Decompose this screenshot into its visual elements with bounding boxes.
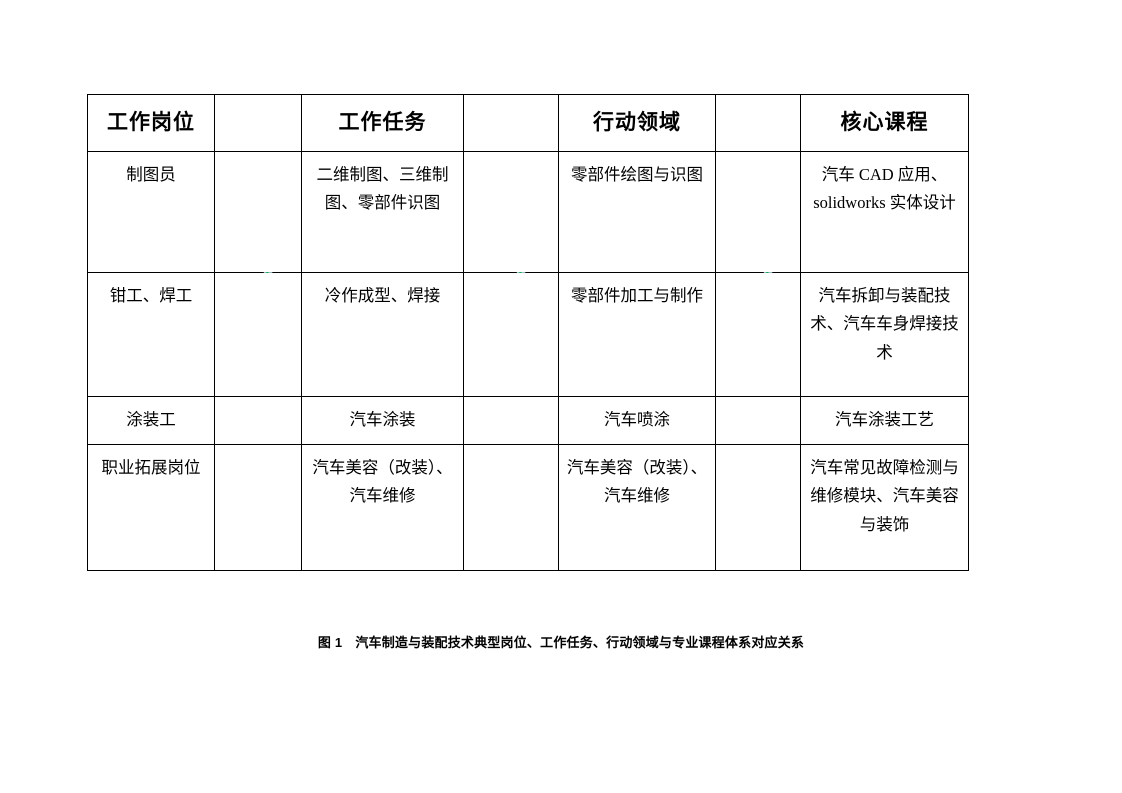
cell-course-3: 汽车涂装工艺 [800,396,969,445]
matrix-table: 工作岗位 工作任务 [87,94,969,571]
arrow-spacer-3-body [715,444,801,571]
arrow-spacer-2-body [463,396,559,445]
cell-text-task-3: 汽车涂装 [349,411,416,429]
arrow-spacer-1-body [214,272,302,397]
cell-task-1: 二维制图、三维制图、零部件识图 [301,151,464,273]
arrow-spacer-1-body [214,151,302,273]
cell-text-task-2: 冷作成型、焊接 [324,287,441,305]
cell-task-4: 汽车美容（改装）、汽车维修 [301,444,464,571]
cell-job-3: 涂装工 [87,396,215,445]
table-header-row: 工作岗位 工作任务 [87,94,969,279]
header-label-course: 核心课程 [840,111,929,134]
table-row: 涂装工 汽车涂装 汽车喷涂 汽车涂装工艺 [87,396,969,445]
table-row: 钳工、焊工 冷作成型、焊接 零部件加工与制作 汽车拆卸与装配技术、汽车车身焊接技… [87,272,969,397]
arrow-spacer-2-body [463,272,559,397]
arrow-spacer-1-body [214,444,302,571]
header-label-field: 行动领域 [593,111,681,134]
table-row: 制图员 二维制图、三维制图、零部件识图 零部件绘图与识图 汽车 CAD 应用、s… [87,151,969,273]
cell-field-1: 零部件绘图与识图 [558,151,716,273]
figure-caption-number: 图 1 [317,635,343,650]
arrow-spacer-2-body [463,444,559,571]
cell-text-job-2: 钳工、焊工 [109,287,193,305]
arrow-spacer-2 [463,94,559,279]
arrow-spacer-2-body [463,151,559,273]
header-cell-course: 核心课程 [800,94,969,152]
cell-text-field-2: 零部件加工与制作 [571,287,703,305]
cell-course-4: 汽车常见故障检测与维修模块、汽车美容与装饰 [800,444,969,571]
header-label-task: 工作任务 [338,111,427,134]
cell-task-2: 冷作成型、焊接 [301,272,464,397]
cell-job-2: 钳工、焊工 [87,272,215,397]
arrow-spacer-1-body [214,396,302,445]
cell-job-1: 制图员 [87,151,215,273]
cell-text-field-3: 汽车喷涂 [604,411,670,429]
correspondence-matrix: 工作岗位 工作任务 [87,94,969,571]
table-row: 职业拓展岗位 汽车美容（改装）、汽车维修 汽车美容（改装）、汽车维修 汽车常见故… [87,444,969,571]
cell-text-task-1: 二维制图、三维制图、零部件识图 [316,165,449,213]
cell-text-field-4: 汽车美容（改装）、汽车维修 [566,459,708,506]
cell-course-1: 汽车 CAD 应用、solidworks 实体设计 [800,151,969,273]
arrow-spacer-1 [214,94,302,279]
cell-field-3: 汽车喷涂 [558,396,716,445]
cell-field-4: 汽车美容（改装）、汽车维修 [558,444,716,571]
figure-caption-text: 汽车制造与装配技术典型岗位、工作任务、行动领域与专业课程体系对应关系 [355,635,805,650]
cell-text-task-4: 汽车美容（改装）、汽车维修 [312,459,453,506]
cell-course-2: 汽车拆卸与装配技术、汽车车身焊接技术 [800,272,969,397]
header-cell-field: 行动领域 [558,94,716,152]
cell-text-course-4: 汽车常见故障检测与维修模块、汽车美容与装饰 [810,459,959,534]
cell-text-course-1: 汽车 CAD 应用、solidworks 实体设计 [813,165,956,213]
cell-text-course-2: 汽车拆卸与装配技术、汽车车身焊接技术 [810,287,959,362]
cell-text-field-1: 零部件绘图与识图 [571,165,703,184]
cell-task-3: 汽车涂装 [301,396,464,445]
header-cell-task: 工作任务 [301,94,464,152]
header-label-job: 工作岗位 [107,111,195,134]
cell-text-course-3: 汽车涂装工艺 [835,411,934,429]
arrow-spacer-3-body [715,151,801,273]
arrow-spacer-3-body [715,396,801,445]
arrow-spacer-3-body [715,272,801,397]
header-cell-job: 工作岗位 [87,94,215,152]
cell-field-2: 零部件加工与制作 [558,272,716,397]
cell-text-job-3: 涂装工 [126,411,176,429]
arrow-spacer-3 [715,94,801,279]
cell-text-job-1: 制图员 [126,165,176,184]
figure-caption: 图 1 汽车制造与装配技术典型岗位、工作任务、行动领域与专业课程体系对应关系 [0,632,1122,651]
cell-text-job-4: 职业拓展岗位 [101,459,201,477]
cell-job-4: 职业拓展岗位 [87,444,215,571]
